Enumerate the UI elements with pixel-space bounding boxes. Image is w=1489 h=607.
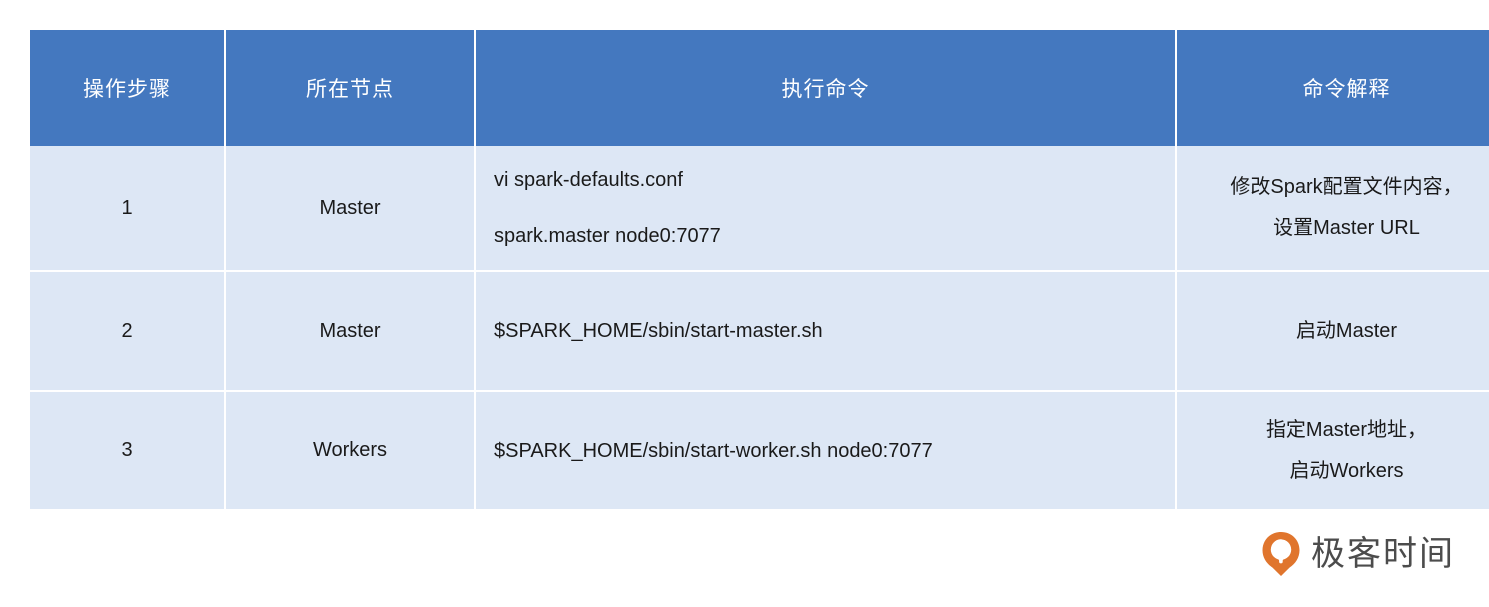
command-line: $SPARK_HOME/sbin/start-worker.sh node0:7… bbox=[494, 439, 933, 462]
column-header-node: 所在节点 bbox=[226, 30, 476, 146]
explanation-line: 修改Spark配置文件内容， bbox=[1230, 176, 1463, 198]
explanation-line: 指定Master地址， bbox=[1265, 418, 1428, 441]
cell-step: 1 bbox=[30, 146, 226, 270]
cell-explanation: 启动Master bbox=[1177, 270, 1489, 390]
table-header: 操作步骤 所在节点 执行命令 命令解释 bbox=[30, 30, 1489, 146]
cell-command: $SPARK_HOME/sbin/start-master.sh bbox=[476, 270, 1177, 390]
table-row: 2 Master $SPARK_HOME/sbin/start-master.s… bbox=[30, 270, 1489, 390]
column-header-command: 执行命令 bbox=[476, 30, 1177, 146]
steps-table-container: 操作步骤 所在节点 执行命令 命令解释 1 Master vi spark-de… bbox=[30, 30, 1489, 509]
cell-step: 2 bbox=[30, 270, 226, 390]
cell-step: 3 bbox=[30, 390, 226, 509]
column-header-step: 操作步骤 bbox=[30, 30, 226, 146]
column-header-explanation: 命令解释 bbox=[1177, 30, 1489, 146]
command-line: spark.master node0:7077 bbox=[494, 225, 721, 247]
command-line: vi spark-defaults.conf bbox=[494, 169, 683, 191]
cell-node: Master bbox=[226, 270, 476, 390]
cell-explanation: 指定Master地址， 启动Workers bbox=[1177, 390, 1489, 509]
explanation-line: 设置Master URL bbox=[1273, 217, 1420, 239]
header-row: 操作步骤 所在节点 执行命令 命令解释 bbox=[30, 30, 1489, 146]
brand-name: 极客时间 bbox=[1311, 535, 1455, 573]
cell-explanation: 修改Spark配置文件内容， 设置Master URL bbox=[1177, 146, 1489, 270]
brand-watermark: 极客时间 bbox=[1260, 530, 1455, 578]
explanation-line: 启动Workers bbox=[1289, 459, 1404, 482]
table-row: 1 Master vi spark-defaults.conf spark.ma… bbox=[30, 146, 1489, 270]
command-line: $SPARK_HOME/sbin/start-master.sh bbox=[494, 320, 823, 342]
geektime-pin-icon bbox=[1260, 530, 1302, 578]
table-body: 1 Master vi spark-defaults.conf spark.ma… bbox=[30, 146, 1489, 509]
cell-node: Master bbox=[226, 146, 476, 270]
cell-command: vi spark-defaults.conf spark.master node… bbox=[476, 146, 1177, 270]
cell-command: $SPARK_HOME/sbin/start-worker.sh node0:7… bbox=[476, 390, 1177, 509]
spark-cluster-steps-table: 操作步骤 所在节点 执行命令 命令解释 1 Master vi spark-de… bbox=[30, 30, 1489, 509]
table-row: 3 Workers $SPARK_HOME/sbin/start-worker.… bbox=[30, 390, 1489, 509]
explanation-line: 启动Master bbox=[1295, 319, 1398, 342]
cell-node: Workers bbox=[226, 390, 476, 509]
